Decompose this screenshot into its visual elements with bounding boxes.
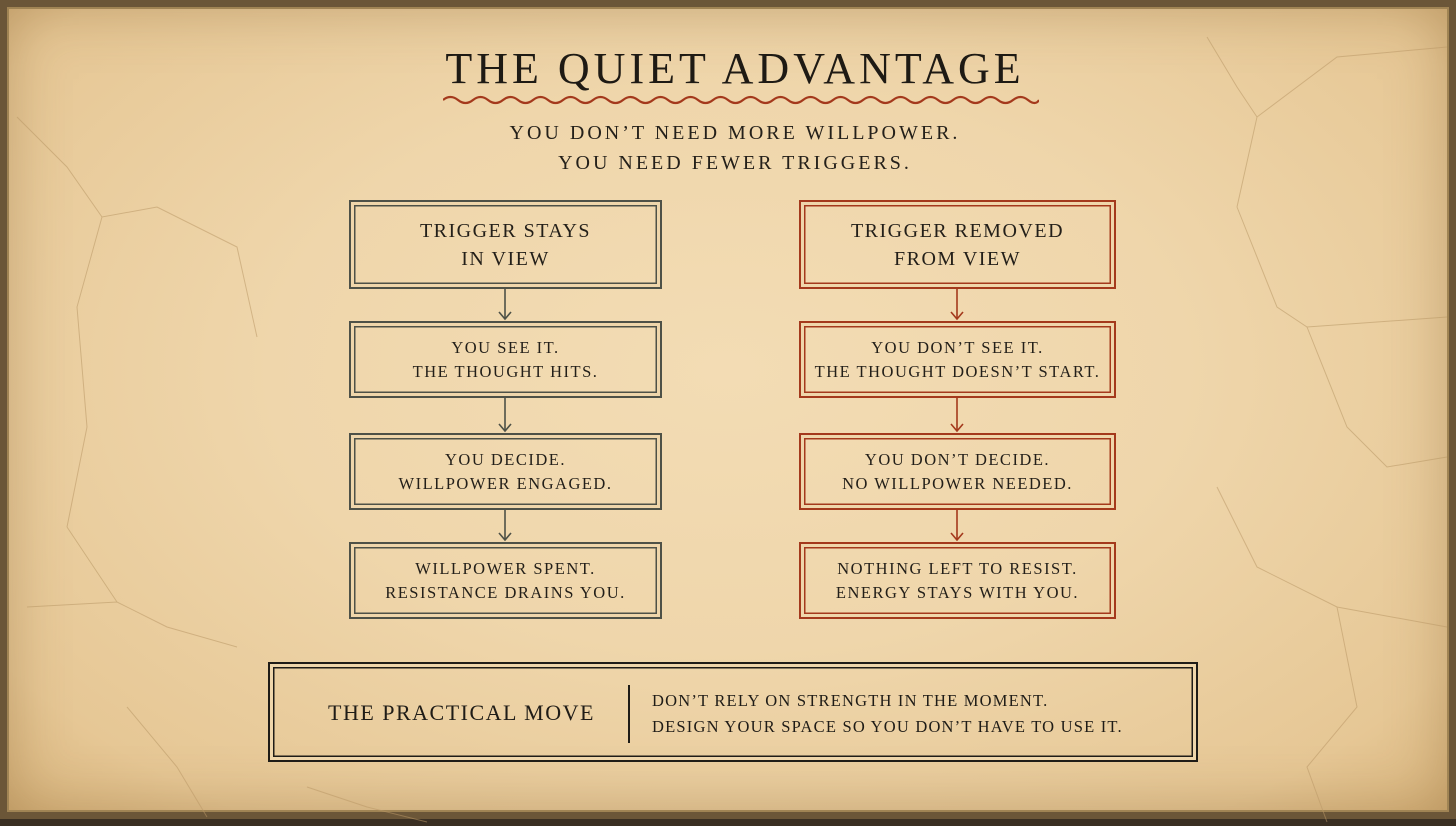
left-step-box-3: WILLPOWER SPENT. RESISTANCE DRAINS YOU.	[349, 542, 662, 619]
subtitle-line-2: YOU NEED FEWER TRIGGERS.	[558, 152, 912, 174]
practical-move-divider	[628, 685, 630, 743]
right-header-line-2: FROM VIEW	[893, 247, 1022, 270]
left-arrow-2	[498, 398, 512, 433]
left-step-1-line-2: THE THOUGHT HITS.	[412, 361, 599, 381]
left-step-box-2: YOU DECIDE. WILLPOWER ENGAGED.	[349, 433, 662, 510]
left-step-2-line-2: WILLPOWER ENGAGED.	[398, 473, 613, 493]
left-step-2-line-1: YOU DECIDE.	[445, 449, 566, 469]
practical-move-text: DON’T RELY ON STRENGTH IN THE MOMENT. DE…	[652, 688, 1123, 740]
title-underline-squiggle	[443, 95, 1039, 105]
practical-move-line-1: DON’T RELY ON STRENGTH IN THE MOMENT.	[652, 691, 1049, 710]
page-title: THE QUIET ADVANTAGE	[445, 44, 1025, 93]
right-step-3-line-1: NOTHING LEFT TO RESIST.	[837, 558, 1078, 578]
right-step-box-1: YOU DON’T SEE IT. THE THOUGHT DOESN’T ST…	[799, 321, 1116, 398]
practical-move-box: THE PRACTICAL MOVE DON’T RELY ON STRENGT…	[268, 662, 1198, 762]
left-step-1-line-1: YOU SEE IT.	[451, 337, 560, 357]
right-step-2-line-1: YOU DON’T DECIDE.	[864, 449, 1051, 469]
right-arrow-1	[950, 289, 964, 321]
practical-move-label: THE PRACTICAL MOVE	[328, 700, 595, 725]
left-arrow-1	[498, 289, 512, 321]
left-step-box-1: YOU SEE IT. THE THOUGHT HITS.	[349, 321, 662, 398]
right-arrow-2	[950, 398, 964, 433]
right-header-box: TRIGGER REMOVED FROM VIEW	[799, 200, 1116, 289]
left-header-box: TRIGGER STAYS IN VIEW	[349, 200, 662, 289]
right-header-line-1: TRIGGER REMOVED	[850, 219, 1065, 242]
left-step-3-line-2: RESISTANCE DRAINS YOU.	[385, 582, 626, 602]
right-step-3-line-2: ENERGY STAYS WITH YOU.	[835, 582, 1080, 602]
right-step-1-line-2: THE THOUGHT DOESN’T START.	[814, 361, 1101, 381]
left-arrow-3	[498, 510, 512, 542]
left-header-line-1: TRIGGER STAYS	[419, 219, 592, 242]
left-header-line-2: IN VIEW	[461, 247, 550, 270]
right-step-box-2: YOU DON’T DECIDE. NO WILLPOWER NEEDED.	[799, 433, 1116, 510]
right-arrow-3	[950, 510, 964, 542]
practical-move-line-2: DESIGN YOUR SPACE SO YOU DON’T HAVE TO U…	[652, 717, 1123, 736]
left-step-3-line-1: WILLPOWER SPENT.	[415, 558, 596, 578]
right-step-1-line-1: YOU DON’T SEE IT.	[871, 337, 1044, 357]
subtitle-line-1: YOU DON’T NEED MORE WILLPOWER.	[509, 122, 961, 144]
right-step-box-3: NOTHING LEFT TO RESIST. ENERGY STAYS WIT…	[799, 542, 1116, 619]
right-step-2-line-2: NO WILLPOWER NEEDED.	[842, 473, 1073, 493]
